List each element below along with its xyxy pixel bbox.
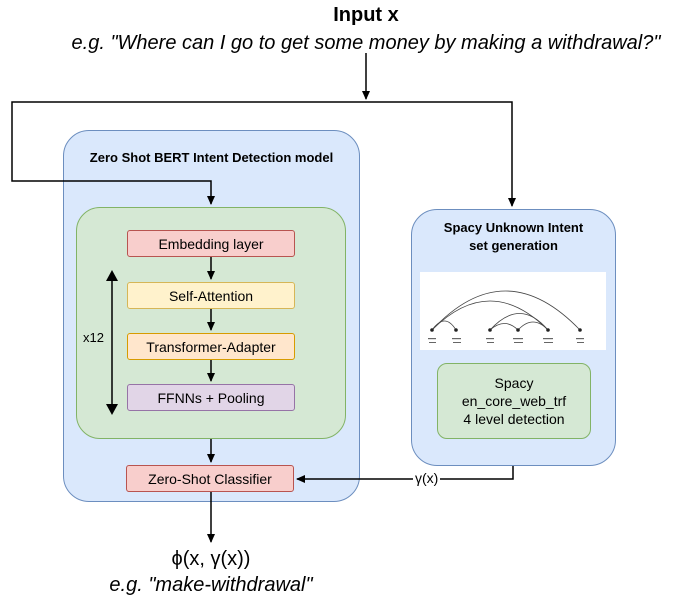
self-attention-box: Self-Attention: [127, 282, 295, 309]
line-to-spacy: [366, 101, 516, 207]
spacy-panel-title-line1: Spacy Unknown Intent: [443, 220, 584, 235]
spacy-detector-box: Spacy en_core_web_trf 4 level detection: [437, 363, 591, 439]
spacy-detector-line2: en_core_web_trf: [461, 393, 567, 409]
spacy-panel-title-line2: set generation: [469, 238, 558, 253]
gamma-label: γ(x): [413, 470, 441, 486]
embedding-layer-box: Embedding layer: [127, 230, 295, 257]
ffnn-pooling-box: FFNNs + Pooling: [127, 384, 295, 411]
input-title: Input x: [333, 4, 399, 26]
output-formula: ϕ(x, γ(x)): [171, 548, 251, 570]
transformer-adapter-box: Transformer-Adapter: [127, 333, 295, 360]
zero-shot-classifier-box: Zero-Shot Classifier: [126, 465, 294, 492]
repeat-count-label: x12: [83, 330, 104, 345]
line-to-bert: [11, 101, 366, 205]
spacy-detector-line3: 4 level detection: [463, 411, 565, 427]
dependency-parse-image: [420, 272, 606, 350]
spacy-detector-line1: Spacy: [494, 375, 534, 391]
output-example: e.g. "make-withdrawal": [109, 574, 313, 596]
input-example: e.g. "Where can I go to get some money b…: [71, 32, 661, 54]
dependency-parse-graphic: [428, 290, 584, 343]
bert-model-title: Zero Shot BERT Intent Detection model: [89, 150, 334, 165]
line-spacy-to-classifier: [296, 466, 514, 483]
